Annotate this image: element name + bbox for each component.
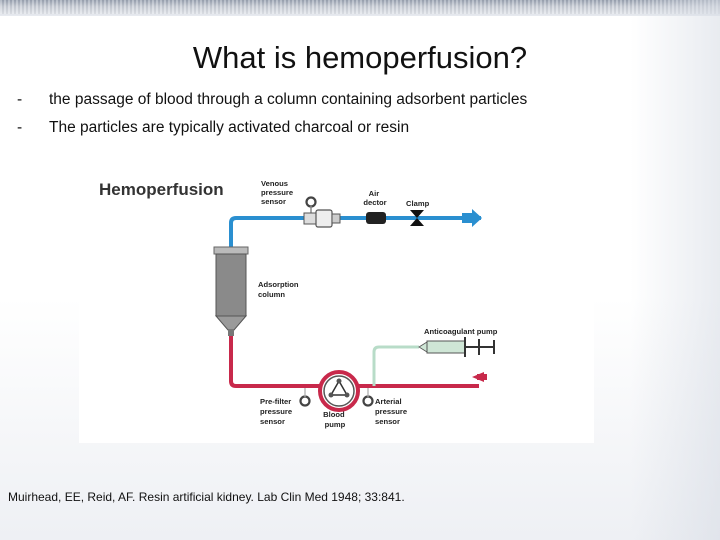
adsorption-column-icon	[213, 246, 249, 336]
bullet-item: - the passage of blood through a column …	[0, 89, 720, 117]
slide-header-texture	[0, 0, 720, 14]
bullet-text: The particles are typically activated ch…	[49, 119, 410, 136]
venous-connector-icon	[303, 209, 341, 228]
bullet-marker: -	[17, 119, 23, 136]
bullet-list: - the passage of blood through a column …	[0, 89, 720, 145]
arterial-sensor-icon	[362, 395, 374, 407]
label-adsorption-column: Adsorption column	[258, 280, 301, 299]
arterial-blood-line	[229, 336, 479, 388]
label-arterial-sensor: Arterial pressure sensor	[375, 397, 409, 426]
slide-title: What is hemoperfusion?	[192, 40, 528, 75]
label-venous-sensor: Venous pressure sensor	[261, 179, 295, 206]
citation: Muirhead, EE, Reid, AF. Resin artificial…	[8, 490, 405, 504]
venous-blood-line	[229, 216, 481, 248]
air-detector-icon	[366, 212, 386, 224]
slide-side-shade	[630, 0, 720, 540]
label-blood-pump: Blood pump	[323, 410, 347, 429]
bullet-marker: -	[17, 91, 23, 108]
anticoagulant-syringe-icon	[418, 337, 495, 357]
blood-pump-icon	[318, 370, 360, 412]
clamp-icon	[410, 210, 424, 226]
hemoperfusion-diagram: Hemoperfusion	[79, 168, 594, 443]
venous-sensor-icon	[305, 196, 317, 208]
bullet-text: the passage of blood through a column co…	[49, 91, 528, 108]
label-anticoagulant-pump: Anticoagulant pump	[424, 327, 498, 336]
anticoagulant-line	[372, 345, 419, 386]
label-prefilter-sensor: Pre-filter pressure sensor	[260, 397, 294, 426]
arterial-inflow-arrow-icon	[472, 372, 487, 382]
venous-outflow-arrow-icon	[462, 209, 482, 227]
diagram-heading: Hemoperfusion	[99, 180, 224, 199]
label-air-detector: Air dector	[363, 189, 386, 207]
bullet-item: - The particles are typically activated …	[0, 117, 720, 145]
label-clamp: Clamp	[406, 199, 430, 208]
prefilter-sensor-icon	[299, 395, 311, 407]
slide-header-band	[0, 0, 720, 16]
